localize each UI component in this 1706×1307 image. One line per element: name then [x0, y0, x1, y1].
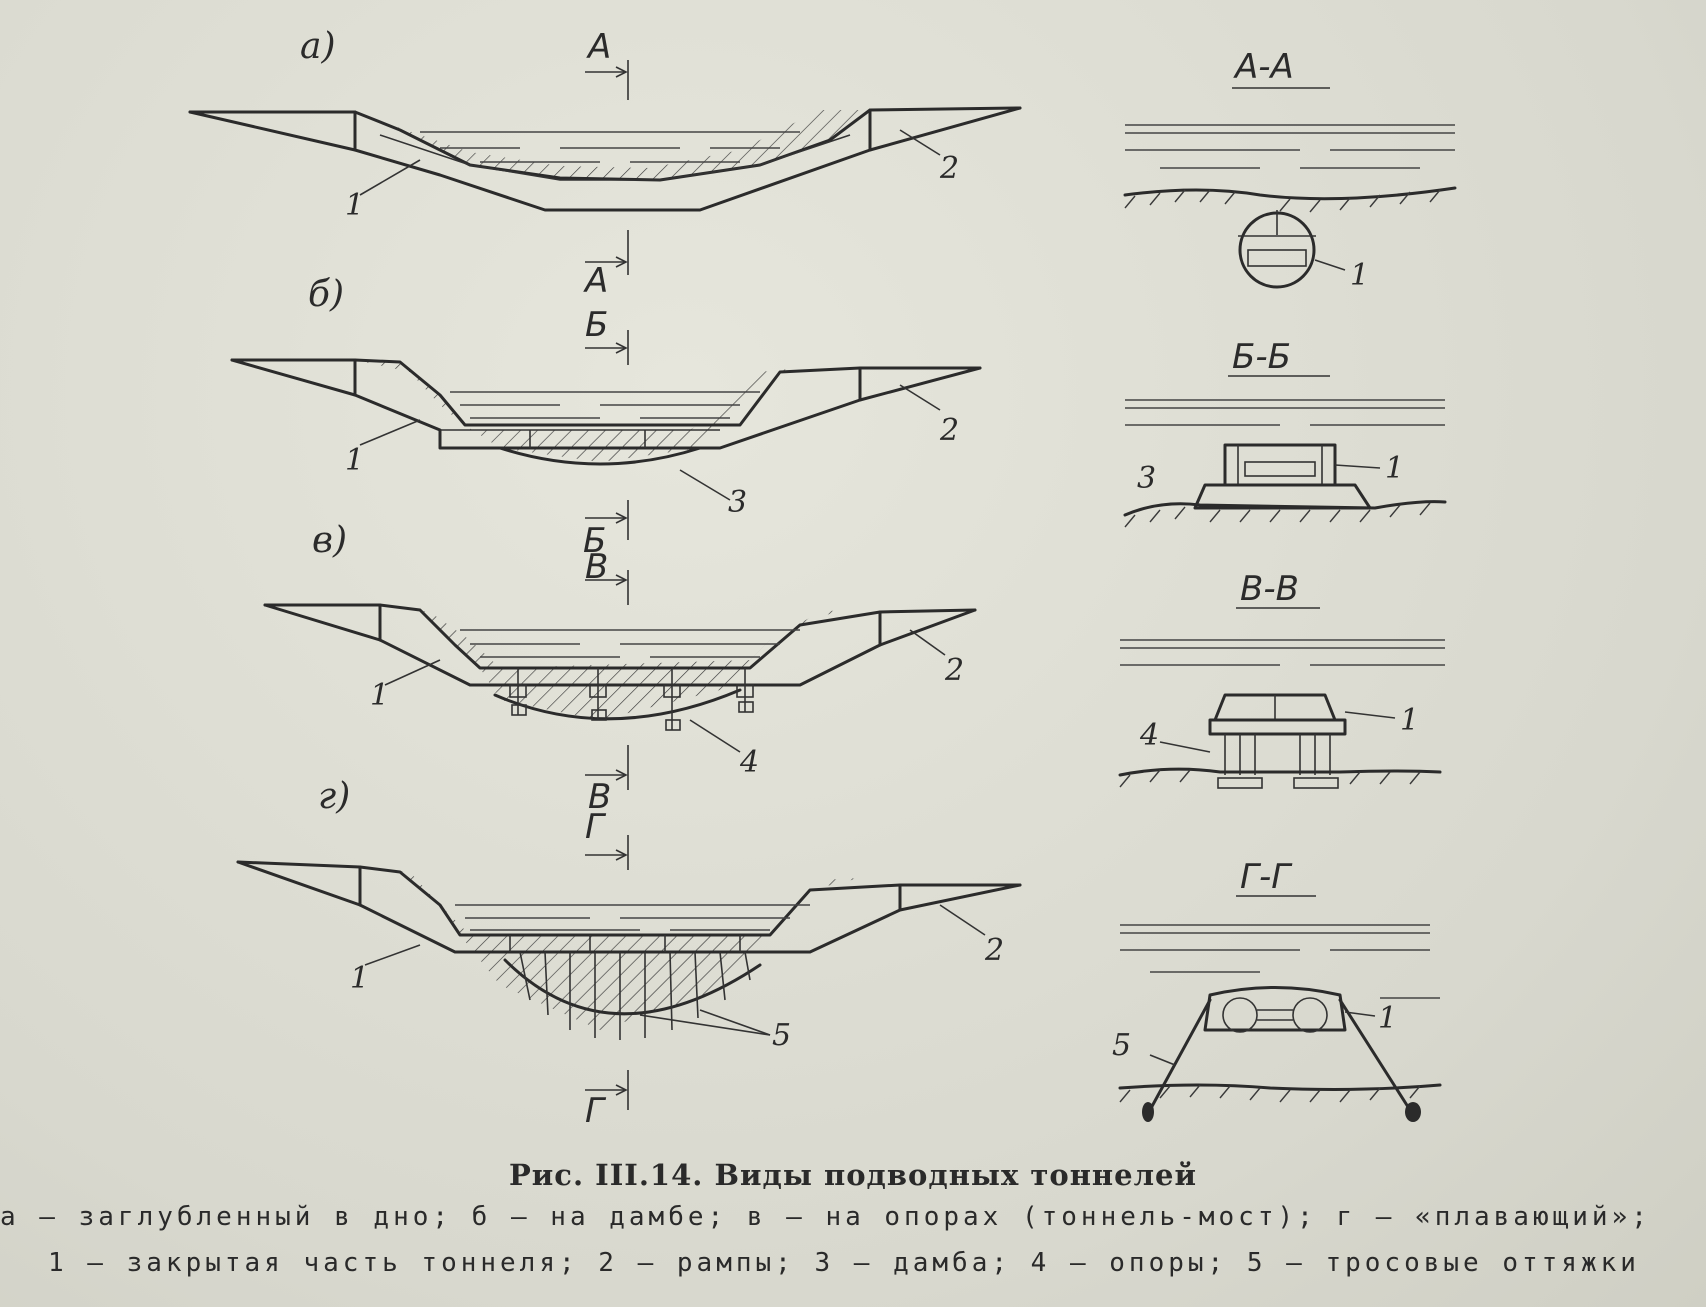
panel-a: а) А А 1 2: [188, 26, 1022, 301]
panel-b: б) Б Б 1 2 3: [230, 274, 982, 561]
panel-v-label-1: 1: [370, 678, 389, 713]
section-g-g-cable-left: [1148, 998, 1212, 1112]
section-g-g-cable-right: [1338, 998, 1412, 1112]
section-b-b-label-3: 3: [1137, 461, 1156, 496]
panel-b-label-3: 3: [728, 485, 747, 520]
section-a-a: А-А 1: [1123, 47, 1457, 293]
section-v-bottom-letter: В: [588, 777, 611, 817]
section-v-v-piers: [1217, 734, 1339, 789]
section-g-top-letter: Г: [585, 807, 607, 847]
panel-v-piers: [509, 668, 754, 731]
panel-a-label-2: 2: [939, 151, 959, 186]
section-line-v: В В: [585, 547, 629, 817]
section-v-v-label-4: 4: [1139, 718, 1159, 753]
section-v-v-title: В-В: [1240, 569, 1299, 609]
panel-a-letter: а): [300, 26, 336, 67]
figure-legend-line-1: а — заглубленный в дно; б — на дамбе; в …: [0, 1202, 1651, 1232]
section-b-b-title: Б-Б: [1232, 337, 1291, 377]
panel-v-letter: в): [312, 520, 347, 561]
section-g-g: Г-Г 1 5: [1112, 857, 1442, 1122]
panel-v: в) В В 1 2: [263, 520, 977, 817]
figure-legend-line-2: 1 — закрытая часть тоннеля; 2 — рампы; 3…: [48, 1248, 1640, 1278]
section-a-bottom-letter: А: [583, 261, 608, 301]
section-v-top-letter: В: [585, 547, 608, 587]
panel-b-water: [450, 391, 760, 419]
panel-v-water: [460, 629, 800, 658]
panel-g-label-5: 5: [772, 1018, 791, 1053]
section-line-b: Б Б: [583, 305, 629, 561]
section-b-b-tunnel: [1223, 443, 1337, 487]
panel-b-label-2: 2: [939, 413, 959, 448]
section-a-top-letter: А: [586, 27, 611, 67]
section-b-top-letter: Б: [585, 305, 608, 345]
section-line-a: А А: [583, 27, 629, 301]
section-g-g-label-5: 5: [1112, 1028, 1131, 1063]
section-g-g-title: Г-Г: [1240, 857, 1293, 897]
panel-a-label-1: 1: [345, 188, 364, 223]
panel-b-label-1: 1: [345, 443, 364, 478]
panel-g-label-1: 1: [350, 961, 369, 996]
section-line-g: Г Г: [585, 807, 629, 1131]
section-a-a-label-1: 1: [1350, 258, 1369, 293]
section-v-v-label-1: 1: [1400, 703, 1419, 738]
panel-g-letter: г): [318, 776, 350, 817]
figure-caption: Рис. III.14. Виды подводных тоннелей: [508, 1158, 1198, 1192]
panel-a-water: [420, 131, 800, 163]
panel-g-label-2: 2: [984, 933, 1004, 968]
section-b-b-label-1: 1: [1385, 451, 1404, 486]
section-b-bottom-letter: Б: [583, 521, 606, 561]
panel-b-letter: б): [308, 274, 344, 315]
panel-g-water: [455, 904, 810, 931]
section-g-bottom-letter: Г: [585, 1091, 607, 1131]
panel-g: г) Г Г: [236, 776, 1022, 1131]
panel-v-label-2: 2: [944, 653, 964, 688]
section-b-b: Б-Б 1 3: [1123, 337, 1447, 528]
section-g-g-label-1: 1: [1378, 1001, 1397, 1036]
panel-g-cables: [519, 951, 751, 1040]
section-a-a-title: А-А: [1233, 47, 1294, 87]
section-v-v: В-В 1 4: [1118, 569, 1445, 789]
panel-v-label-4: 4: [739, 745, 759, 780]
